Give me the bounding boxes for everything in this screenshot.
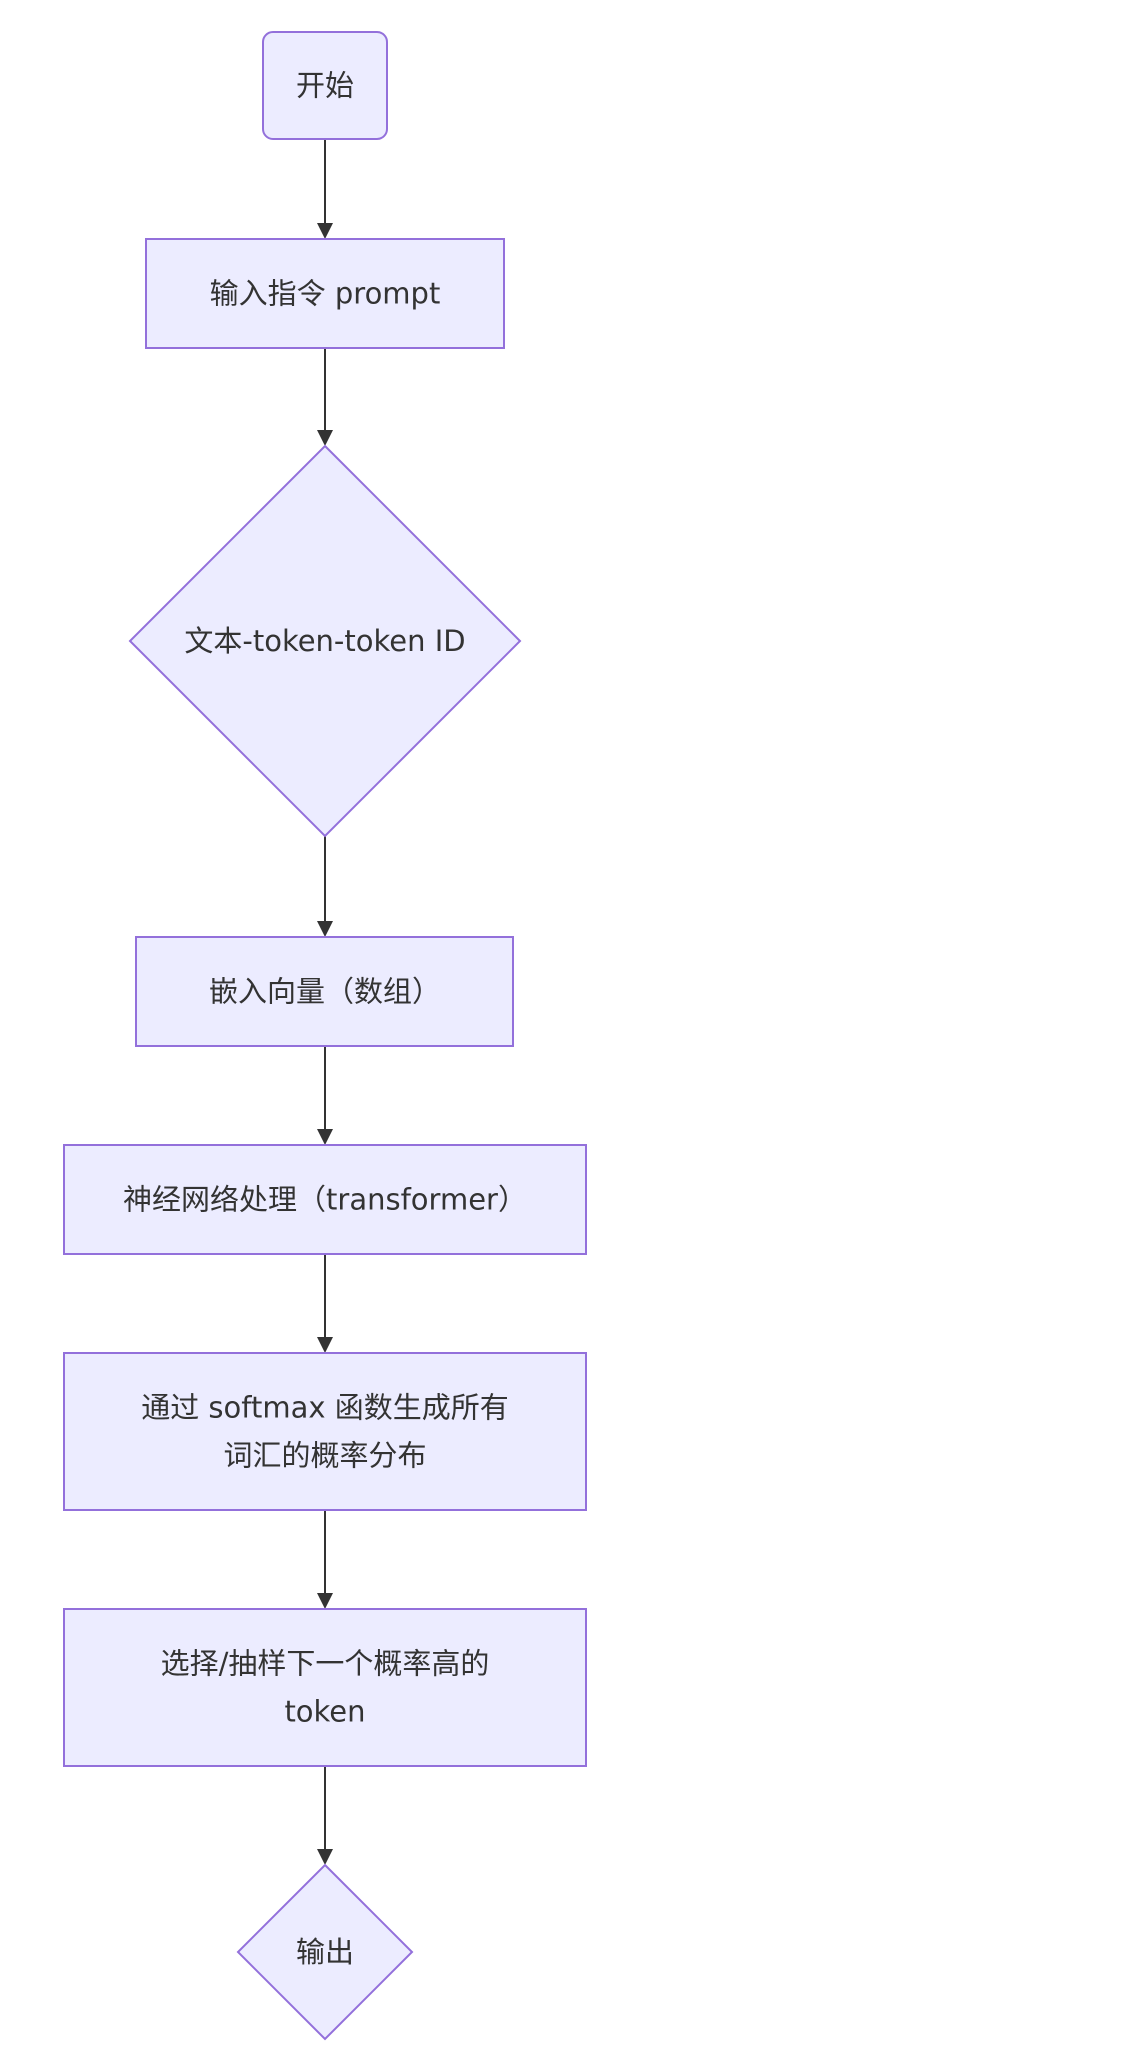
edge-sample-to-output	[317, 1766, 333, 1865]
node-label: 开始	[296, 69, 354, 103]
node-network: 神经网络处理（transformer）	[63, 1144, 587, 1255]
decision-diamond	[128, 444, 522, 838]
process-box	[63, 1352, 587, 1511]
node-label: 输出	[296, 1935, 354, 1969]
edges-layer	[317, 139, 333, 1865]
edge-network-to-softmax	[317, 1254, 333, 1353]
arrow-head-icon	[317, 223, 333, 239]
edge-embed-to-network	[317, 1046, 333, 1145]
process-box	[145, 238, 505, 349]
node-label: 文本-token-token ID	[184, 624, 465, 658]
node-tokenize: 文本-token-token ID	[128, 444, 522, 838]
process-box	[63, 1608, 587, 1767]
node-output: 输出	[236, 1863, 414, 2041]
node-label: token	[284, 1695, 365, 1729]
node-label: 输入指令 prompt	[210, 277, 441, 311]
node-label: 嵌入向量（数组）	[209, 975, 441, 1009]
arrow-head-icon	[317, 1129, 333, 1145]
arrow-head-icon	[317, 1849, 333, 1865]
node-label: 选择/抽样下一个概率高的	[161, 1647, 490, 1681]
process-box	[63, 1144, 587, 1255]
node-label: 神经网络处理（transformer）	[123, 1183, 527, 1217]
edge-softmax-to-sample	[317, 1510, 333, 1609]
arrow-head-icon	[317, 1337, 333, 1353]
node-label: 词汇的概率分布	[223, 1439, 426, 1473]
arrow-head-icon	[317, 1593, 333, 1609]
process-box	[135, 936, 514, 1047]
edge-input-to-tokenize	[317, 348, 333, 446]
edge-start-to-input	[317, 139, 333, 239]
node-label: 通过 softmax 函数生成所有	[141, 1391, 509, 1425]
start-box	[262, 31, 388, 140]
node-start: 开始	[262, 31, 388, 140]
edge-tokenize-to-embed	[317, 836, 333, 937]
node-sample: 选择/抽样下一个概率高的 token	[63, 1608, 587, 1767]
arrow-head-icon	[317, 921, 333, 937]
node-embed: 嵌入向量（数组）	[135, 936, 514, 1047]
arrow-head-icon	[317, 430, 333, 446]
decision-diamond	[236, 1863, 414, 2041]
node-input: 输入指令 prompt	[145, 238, 505, 349]
